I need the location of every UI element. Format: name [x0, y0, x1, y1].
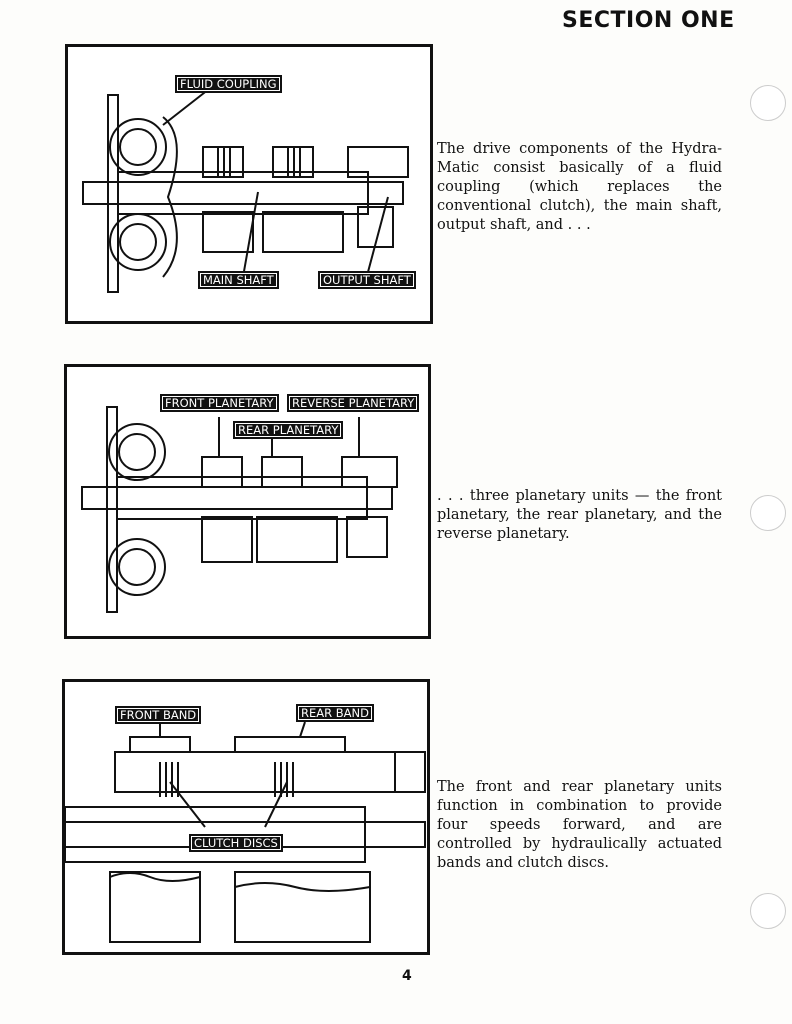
paragraph-bands-clutches: The front and rear planetary units funct…: [437, 779, 722, 871]
figure-planetary-units: FRONT PLANETARY REVERSE PLANETARY REAR P…: [64, 364, 431, 639]
label-rear-planetary: REAR PLANETARY: [233, 421, 344, 439]
punch-hole: [750, 85, 786, 121]
label-main-shaft: MAIN SHAFT: [198, 271, 279, 289]
section-title: SECTION ONE: [562, 8, 735, 33]
paragraph-planetary-units: . . . three planetary units — the front …: [437, 488, 722, 542]
transmission-diagram: [82, 81, 409, 293]
label-front-band: FRONT BAND: [115, 706, 202, 724]
punch-hole: [750, 495, 786, 531]
label-reverse-planetary: REVERSE PLANETARY: [287, 394, 420, 412]
paragraph-drive-components: The drive components of the Hydra-Matic …: [437, 141, 722, 233]
label-rear-band: REAR BAND: [296, 704, 374, 722]
page-number: 4: [402, 968, 412, 984]
label-clutch-discs: CLUTCH DISCS: [189, 834, 283, 852]
figure-bands-clutches: FRONT BAND REAR BAND CLUTCH DISCS: [62, 679, 430, 955]
label-front-planetary: FRONT PLANETARY: [160, 394, 279, 412]
transmission-diagram: [81, 406, 398, 613]
label-fluid-coupling: FLUID COUPLING: [175, 75, 282, 93]
punch-hole: [750, 893, 786, 929]
figure-fluid-coupling: FLUID COUPLING MAIN SHAFT OUTPUT SHAFT: [65, 44, 433, 324]
label-output-shaft: OUTPUT SHAFT: [318, 271, 416, 289]
